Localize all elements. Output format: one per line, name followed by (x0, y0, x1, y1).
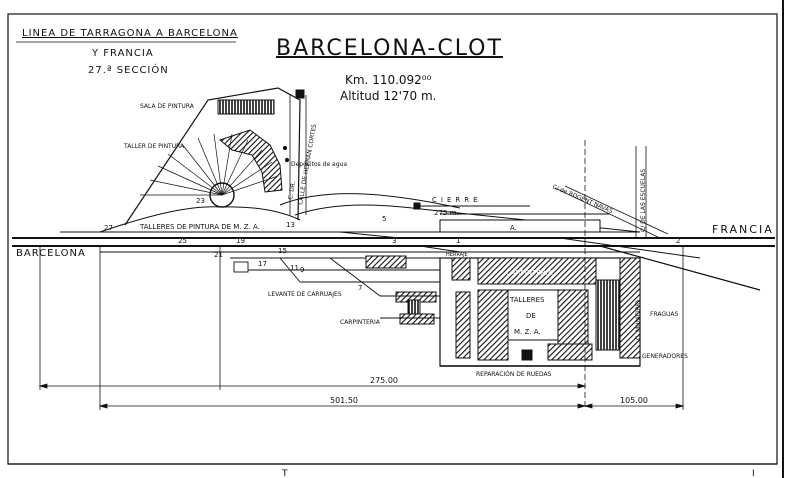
talleres-block-left (477, 289, 509, 361)
herraje-building (451, 257, 471, 281)
road-escuelas (635, 146, 647, 238)
dim-275: 275.00 (370, 376, 398, 385)
label-barcelona: BARCELONA (16, 248, 86, 259)
line-title-2: Y FRANCIA (92, 48, 154, 59)
switch-number: 27 (104, 224, 113, 232)
painting-works (99, 87, 610, 233)
bottom-mark-left: T (281, 469, 288, 478)
label-cierre: CIERRE (432, 196, 482, 204)
sala-pintura-building (217, 99, 275, 115)
building-a (439, 219, 601, 233)
switch-number: 19 (236, 237, 245, 245)
switch-number: 5 (382, 215, 386, 223)
dim-105: 105.00 (620, 396, 648, 405)
label-building-a: A. (510, 224, 517, 232)
label-herraje: HERRAJE (446, 252, 468, 258)
carpinteria-main-building (477, 257, 597, 285)
label-carpinteria-left: CARPINTERIA (340, 319, 381, 326)
section-number: 27.ª SECCIÓN (88, 65, 169, 76)
road-rogent (554, 185, 669, 239)
label-carpinteria-main: CARPINTERIA (506, 269, 553, 277)
label-talleres: TALLERES (509, 296, 545, 304)
label-sala-pintura: SALA DE PINTURA (140, 103, 195, 110)
label-depositos-agua: Depósitos de agua (291, 161, 347, 168)
label-de: DE (526, 312, 536, 320)
bottom-mark-right: I (752, 469, 755, 478)
switch-number: 1 (456, 237, 460, 245)
label-taller-pintura: TALLER DE PINTURA (123, 143, 185, 150)
cierre-wall (413, 202, 530, 210)
switch-number: 21 (214, 251, 223, 259)
label-fraguas: FRAGUAS (650, 311, 679, 318)
kilometre-point: Km. 110.092⁰⁰ (345, 73, 432, 87)
switch-number: 3 (392, 237, 396, 245)
altitude: Altitud 12'70 m. (340, 89, 437, 103)
label-generadores: GENERADORES (642, 353, 688, 360)
switch-number: 13 (286, 221, 295, 229)
fraguas-building (595, 279, 621, 351)
label-road-rogent: C/ de ROGENT NAVAS (551, 183, 614, 215)
switch-number: 17 (258, 260, 267, 268)
carpinteria-left-sheds (300, 255, 440, 325)
station-name: BARCELONA-CLOT (276, 36, 503, 61)
label-mza: M. Z. A. (514, 328, 541, 336)
generadores-annex (547, 343, 593, 361)
label-municipio: C. MUNICIPIO (635, 300, 642, 340)
switch-number: 7 (358, 284, 362, 292)
workshops (439, 257, 641, 367)
dimension-lines (38, 140, 685, 410)
talleres-center (507, 289, 559, 341)
switch-number: 15 (278, 247, 287, 255)
label-road-escuelas: C/ DE LAS ESCUELAS (640, 169, 647, 232)
label-calle-dr: C. DR. (287, 181, 297, 201)
label-cierre-length: 275 m. (434, 209, 459, 217)
generadores-building (619, 257, 641, 359)
label-talleres-pintura-mza: TALLERES DE PINTURA DE M. Z. A. (139, 223, 260, 231)
line-title: LINEA DE TARRAGONA A BARCELONA (22, 28, 238, 39)
west-sidings (230, 257, 301, 283)
switch-number: 23 (196, 197, 205, 205)
label-levante-carruajes: LEVANTE DE CARRUAJES (268, 291, 342, 298)
switch-numbers: 27 25 23 21 19 17 15 13 11 9 7 5 3 1 2 (104, 197, 680, 292)
switch-number: 11 (290, 264, 299, 272)
switch-number: 25 (178, 237, 187, 245)
taller-pintura-roundhouse (218, 129, 283, 193)
switch-number: 9 (300, 266, 304, 274)
dim-501: 501.50 (330, 396, 358, 405)
label-reparacion-ruedas: REPARACIÓN DE RUEDAS (476, 371, 552, 378)
reparacion-building (455, 291, 471, 359)
switch-number: 2 (676, 237, 680, 245)
label-francia: FRANCIA (712, 223, 774, 236)
